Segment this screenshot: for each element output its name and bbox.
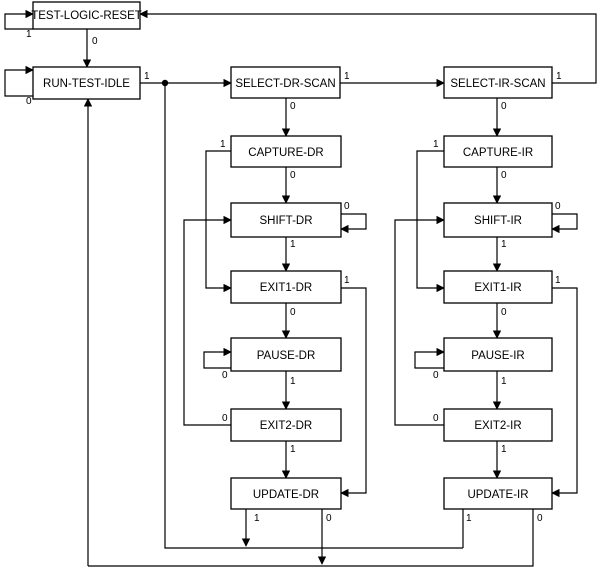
edge-label-capir-exit1ir: 1 [433, 139, 439, 150]
edge-exit1ir-updateir [551, 287, 578, 498]
edge-label-pausedr-self: 0 [222, 370, 228, 381]
edge-pausedr-self [203, 347, 232, 369]
state-exit1-ir: EXIT1-IR [443, 270, 553, 304]
edges [4, 9, 597, 567]
edge-label-shiftdr-self: 0 [344, 201, 350, 212]
state-update-dr-label: UPDATE-DR [253, 489, 319, 501]
edge-label-rti-self: 0 [26, 96, 32, 107]
edge-label-capdr-shiftdr: 0 [290, 170, 296, 181]
state-update-ir-label: UPDATE-IR [467, 489, 528, 501]
edge-label-shiftir-self: 0 [555, 201, 561, 212]
state-shift-dr: SHIFT-DR [230, 202, 342, 238]
state-pause-ir: PAUSE-IR [443, 337, 553, 372]
state-capture-ir: CAPTURE-IR [443, 135, 553, 168]
edge-labels: 1 0 0 1 1 1 0 1 0 0 1 1 0 0 1 0 1 1 0 0 … [26, 29, 562, 524]
edge-label-shiftdr-exit1dr: 1 [290, 239, 296, 250]
edge-shiftir-self [551, 213, 578, 234]
state-update-dr: UPDATE-DR [230, 477, 342, 510]
state-select-ir-label: SELECT-IR-SCAN [450, 78, 545, 90]
edge-label-exit1ir-pauseir: 0 [501, 307, 507, 318]
edge-label-seldr-capdr: 0 [290, 101, 296, 112]
state-exit1-dr-label: EXIT1-DR [260, 282, 312, 294]
edge-label-pausedr-exit2dr: 1 [290, 376, 296, 387]
state-rti: RUN-TEST-IDLE [32, 66, 141, 100]
state-shift-ir: SHIFT-IR [443, 202, 553, 238]
state-shift-ir-label: SHIFT-IR [474, 215, 522, 227]
edge-label-updatedr-one: 1 [254, 513, 260, 524]
state-exit2-ir-label: EXIT2-IR [474, 420, 521, 432]
edge-label-exit1dr-updatedr: 1 [344, 275, 350, 286]
edge-label-shiftir-exit1ir: 1 [501, 239, 507, 250]
edge-label-tlr-self: 1 [26, 29, 32, 40]
state-exit2-dr: EXIT2-DR [230, 408, 342, 442]
edge-label-updateir-one: 1 [466, 513, 472, 524]
state-select-dr: SELECT-DR-SCAN [230, 66, 341, 99]
edge-label-exit2ir-updateir: 1 [501, 444, 507, 455]
state-select-dr-label: SELECT-DR-SCAN [235, 78, 335, 90]
edge-label-exit2ir-shiftir: 0 [433, 413, 439, 424]
state-pause-dr-label: PAUSE-DR [257, 350, 316, 362]
state-tlr-label: TEST-LOGIC-RESET [31, 10, 142, 22]
junction-dot [161, 79, 169, 87]
state-shift-dr-label: SHIFT-DR [259, 215, 312, 227]
edge-label-exit1dr-pausedr: 0 [290, 307, 296, 318]
edge-label-updatedr-zero: 0 [326, 513, 332, 524]
state-pause-dr: PAUSE-DR [230, 337, 342, 372]
state-exit1-dr: EXIT1-DR [230, 270, 342, 304]
edge-updateir-zero [88, 509, 534, 567]
state-pause-ir-label: PAUSE-IR [471, 350, 524, 362]
edge-label-exit2dr-shiftdr: 0 [222, 413, 228, 424]
state-capture-ir-label: CAPTURE-IR [463, 147, 533, 159]
state-capture-dr: CAPTURE-DR [230, 135, 342, 168]
state-select-ir: SELECT-IR-SCAN [443, 66, 553, 99]
edge-label-pauseir-exit2ir: 1 [501, 376, 507, 387]
state-exit2-ir: EXIT2-IR [443, 408, 553, 442]
edge-label-pauseir-self: 0 [433, 370, 439, 381]
edge-label-updateir-zero: 0 [537, 513, 543, 524]
edge-exit2dr-shiftdr [183, 215, 232, 426]
edge-shiftdr-self [340, 213, 367, 234]
state-rti-label: RUN-TEST-IDLE [43, 78, 130, 90]
edge-label-tlr-rti: 0 [92, 36, 98, 47]
state-exit1-ir-label: EXIT1-IR [474, 282, 521, 294]
state-capture-dr-label: CAPTURE-DR [248, 147, 323, 159]
state-update-ir: UPDATE-IR [443, 477, 553, 510]
edge-label-exit2dr-updatedr: 1 [290, 444, 296, 455]
edge-label-seldr-selir: 1 [344, 71, 350, 82]
state-exit2-dr-label: EXIT2-DR [260, 420, 312, 432]
edge-exit1dr-updatedr [340, 287, 367, 498]
edge-rti-select-bus [164, 83, 463, 549]
edge-label-capdr-exit1dr: 1 [220, 139, 226, 150]
edge-exit2ir-shiftir [394, 215, 445, 426]
edge-tlr-self [4, 9, 34, 30]
edge-selir-tlr [139, 9, 597, 84]
state-tlr: TEST-LOGIC-RESET [31, 1, 142, 30]
edge-label-capir-shiftir: 0 [501, 170, 507, 181]
edge-label-selir-capir: 0 [501, 101, 507, 112]
edge-label-rti-seldr: 1 [144, 71, 150, 82]
edge-rti-self [4, 65, 34, 97]
edge-label-selir-tlr: 1 [556, 71, 562, 82]
edge-pauseir-self [414, 347, 445, 369]
edge-label-exit1ir-updateir: 1 [555, 275, 561, 286]
